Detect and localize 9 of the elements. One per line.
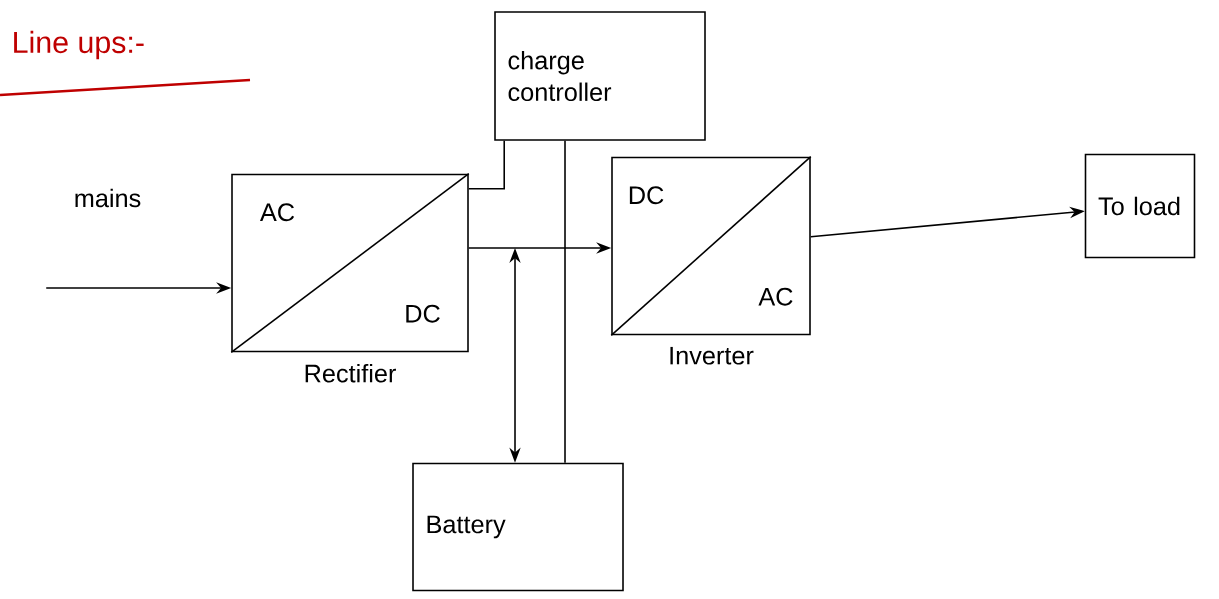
converter-box: DC AC bbox=[610, 155, 812, 337]
block-box: Battery bbox=[412, 462, 624, 592]
block-box: charge controller bbox=[494, 11, 706, 141]
block-box: To load bbox=[1084, 153, 1196, 259]
block-caption: Rectifier bbox=[305, 363, 396, 383]
block-caption: Inverter bbox=[670, 346, 754, 365]
converter-box: AC DC bbox=[230, 172, 470, 354]
title: Line ups:- bbox=[14, 30, 144, 60]
edge-label: mains bbox=[72, 186, 144, 210]
